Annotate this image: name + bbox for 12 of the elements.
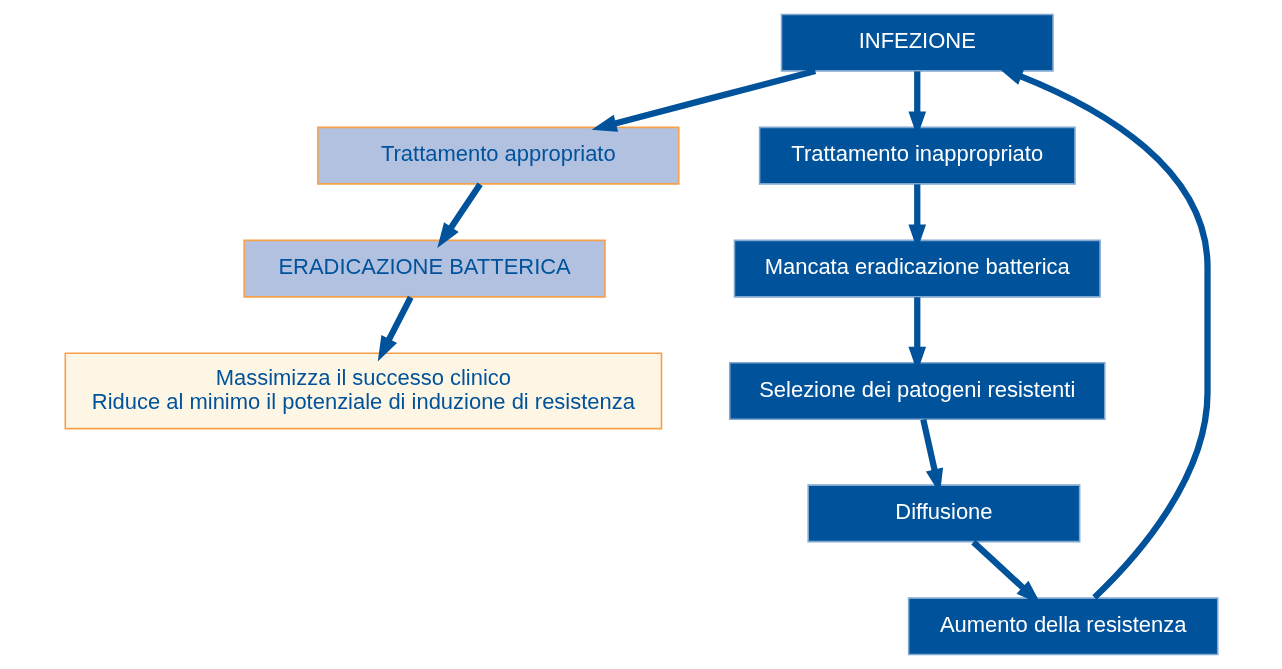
node-box: Diffusione: [806, 484, 1080, 543]
node-box: Mancata eradicazione batterica: [733, 239, 1101, 298]
node-box: Trattamento inappropriato: [758, 126, 1076, 185]
node-box: Trattamento appropriato: [316, 126, 680, 185]
node-box: Aumento della resistenza: [907, 597, 1218, 656]
arrow: [436, 182, 483, 249]
node-box: Massimizza il successo clinico Riduce al minimo il potenziale di induzione di resistenza: [64, 352, 662, 430]
node-box: Selezione dei patogeni resistenti: [728, 361, 1106, 420]
arrow: [591, 67, 816, 132]
node-box: INFEZIONE: [780, 13, 1054, 72]
node-box: ERADICAZIONE BATTERICA: [242, 239, 606, 298]
arrow: [377, 295, 413, 362]
